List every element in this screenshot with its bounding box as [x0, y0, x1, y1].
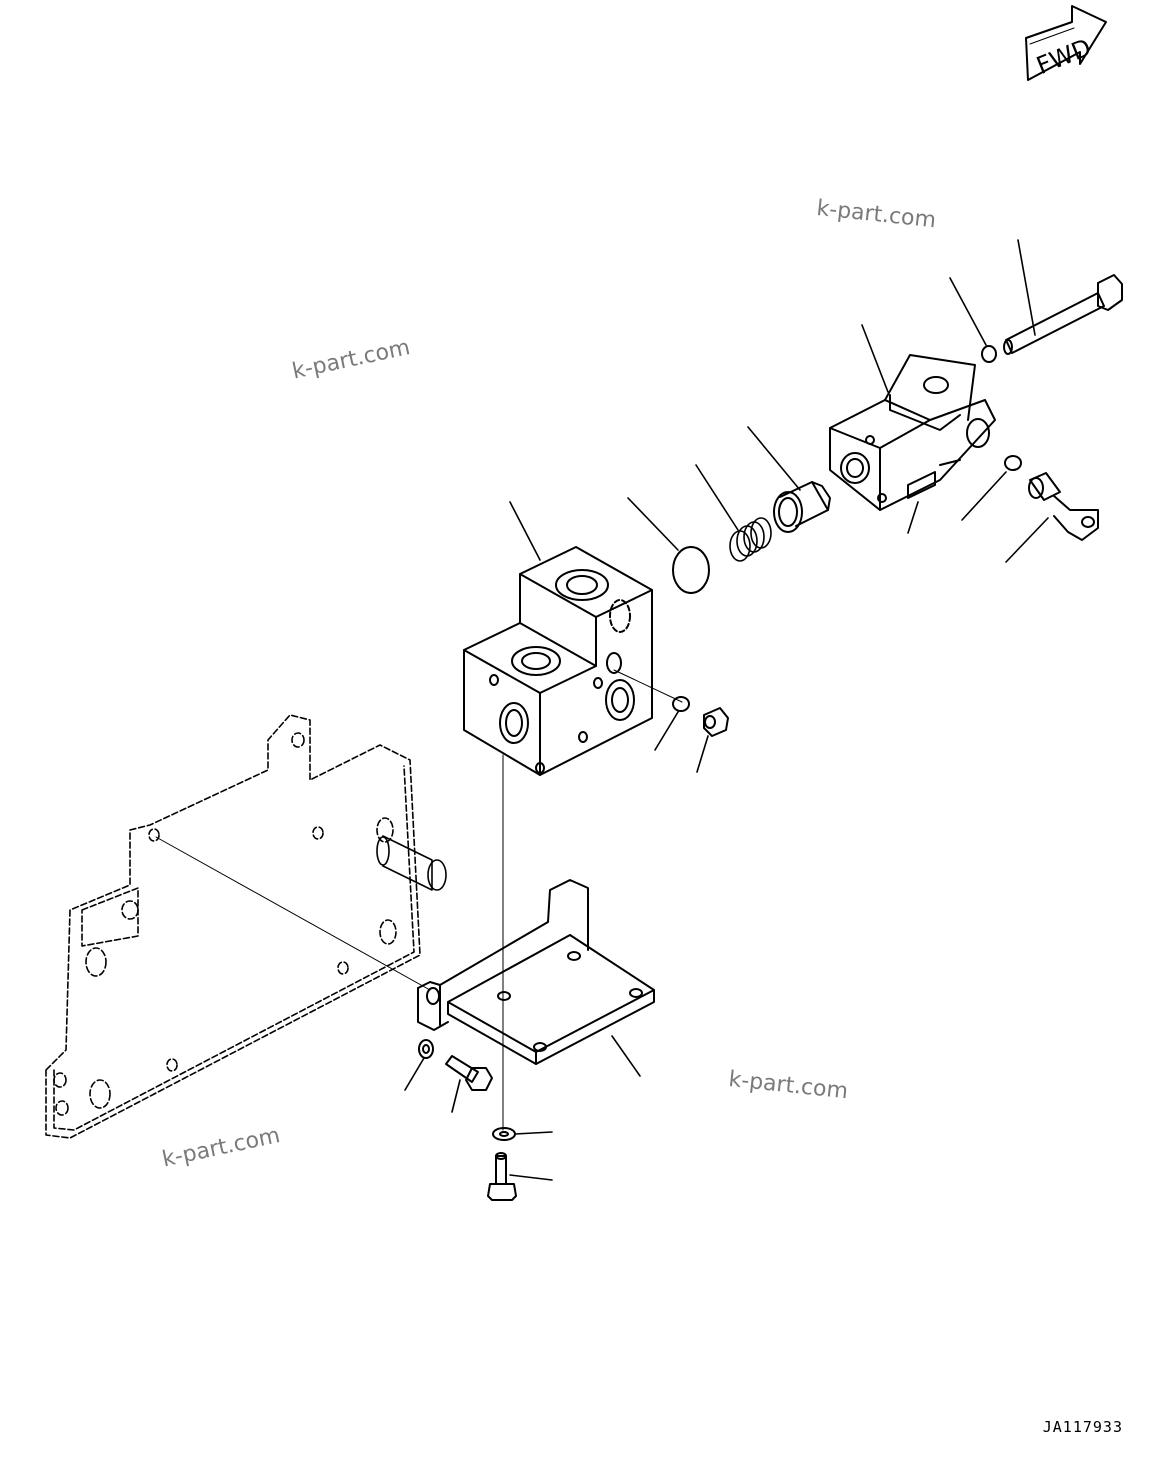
washer-lower	[418, 1039, 434, 1059]
spring	[729, 517, 772, 562]
plug-fitting	[703, 707, 729, 737]
pressure-sensor	[1028, 472, 1099, 541]
valve-housing	[829, 354, 996, 511]
o-ring	[672, 546, 710, 594]
small-o-ring	[1004, 455, 1022, 471]
back-plate	[45, 714, 421, 1139]
mounting-bracket	[417, 879, 655, 1065]
plug	[773, 481, 831, 533]
leader-lines	[404, 239, 1049, 1181]
block-o-ring	[672, 696, 690, 712]
assembly-lines	[155, 669, 683, 1131]
long-bolt	[1003, 274, 1123, 355]
valve-block	[463, 546, 653, 776]
washer-bottom	[492, 1127, 516, 1141]
bottom-bolt	[487, 1152, 517, 1201]
pin	[376, 835, 447, 891]
side-bolt	[445, 1055, 493, 1091]
drawing-code: JA117933	[1042, 1418, 1123, 1436]
fwd-arrow-icon: FWD	[1025, 5, 1107, 81]
washer-top	[981, 345, 997, 363]
